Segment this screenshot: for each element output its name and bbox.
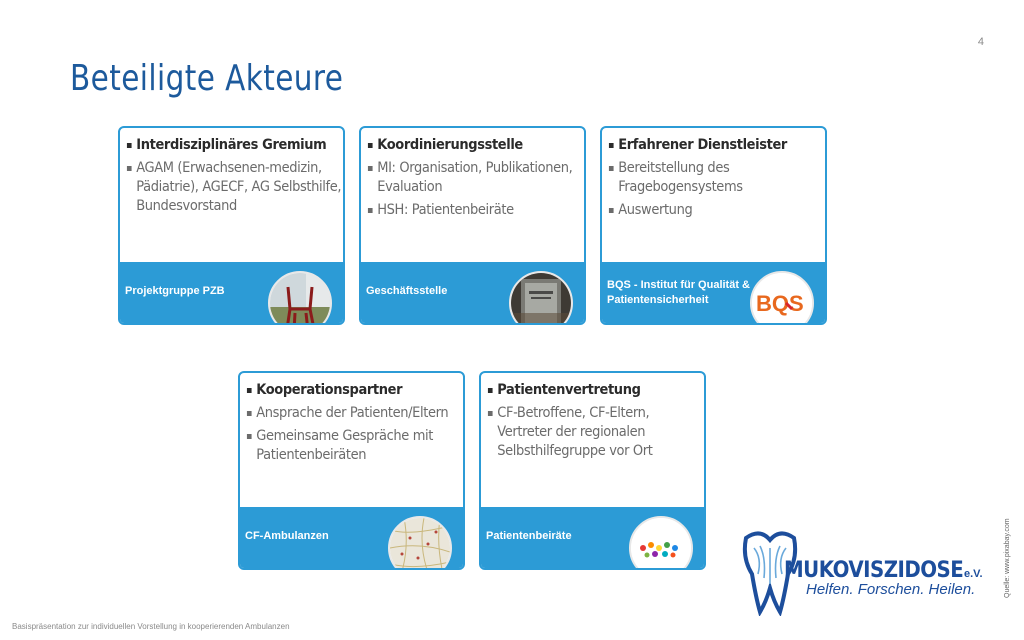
card-bullet-list: Kooperationspartner Ansprache der Patien… [246, 381, 455, 465]
card-bullet: CF-Betroffene, CF-Eltern, Vertreter der … [487, 404, 704, 461]
card-footer-label: Patientenbeiräte [486, 530, 572, 542]
svg-text:BQS: BQS [756, 291, 804, 316]
card-bullet-list: Interdisziplinäres Gremium AGAM (Erwachs… [126, 136, 342, 216]
card-bullet: Gemeinsame Gespräche mit Patientenbeirät… [246, 427, 463, 465]
card-interdisziplinaeres-gremium: Interdisziplinäres Gremium AGAM (Erwachs… [118, 126, 345, 325]
card-bullet-list: Erfahrener Dienstleister Bereitstellung … [608, 136, 817, 220]
card-heading: Kooperationspartner [246, 381, 463, 400]
card-heading: Patientenvertretung [487, 381, 704, 400]
slide-footer: Basispräsentation zur individuellen Vors… [12, 622, 290, 631]
image-source-note: Quelle: www.pixabay.com [1004, 518, 1011, 598]
people-network-graphic [629, 516, 693, 568]
card-footer-label: Projektgruppe PZB [125, 285, 225, 297]
logo-tagline: Helfen. Forschen. Heilen. [806, 581, 976, 598]
card-footer-label: Geschäftsstelle [366, 285, 448, 297]
chair-photo [268, 271, 332, 323]
mukoviszidose-logo: MUKOVISZIDOSE e.V. Helfen. Forschen. Hei… [740, 528, 990, 616]
card-bullet: MI: Organisation, Publikationen, Evaluat… [367, 159, 584, 197]
card-footer: Patientenbeiräte [481, 507, 704, 568]
card-footer-label: BQS - Institut für Qualität & Patientens… [607, 279, 750, 306]
page-number: 4 [977, 36, 984, 48]
slide-title: Beteiligte Akteure [70, 58, 344, 99]
card-footer: CF-Ambulanzen [240, 507, 463, 568]
card-heading: Koordinierungsstelle [367, 136, 584, 155]
card-bullet: HSH: Patientenbeiräte [367, 201, 584, 220]
map-photo [388, 516, 452, 568]
card-heading: Erfahrener Dienstleister [608, 136, 825, 155]
card-kooperationspartner: Kooperationspartner Ansprache der Patien… [238, 371, 465, 570]
card-bullet: AGAM (Erwachsenen-medizin, Pädiatrie), A… [126, 159, 343, 216]
tooth-wing-icon [742, 531, 798, 616]
card-erfahrener-dienstleister: Erfahrener Dienstleister Bereitstellung … [600, 126, 827, 325]
card-bullet: Ansprache der Patienten/Eltern [246, 404, 463, 423]
card-footer-label: CF-Ambulanzen [245, 530, 329, 542]
card-bullet-list: Patientenvertretung CF-Betroffene, CF-El… [487, 381, 696, 461]
card-footer: BQS - Institut für Qualität & Patientens… [602, 262, 825, 323]
card-bullet-list: Koordinierungsstelle MI: Organisation, P… [367, 136, 576, 220]
logo-suffix: e.V. [964, 568, 983, 580]
card-patientenvertretung: Patientenvertretung CF-Betroffene, CF-El… [479, 371, 706, 570]
card-bullet: Bereitstellung des Fragebogensystems [608, 159, 825, 197]
card-heading: Interdisziplinäres Gremium [126, 136, 343, 155]
logo-wordmark: MUKOVISZIDOSE [784, 558, 964, 583]
card-koordinierungsstelle: Koordinierungsstelle MI: Organisation, P… [359, 126, 586, 325]
card-footer: Geschäftsstelle [361, 262, 584, 323]
card-bullet: Auswertung [608, 201, 825, 220]
door-photo [509, 271, 573, 323]
bqs-logo: BQS [750, 271, 814, 323]
card-footer: Projektgruppe PZB [120, 262, 343, 323]
